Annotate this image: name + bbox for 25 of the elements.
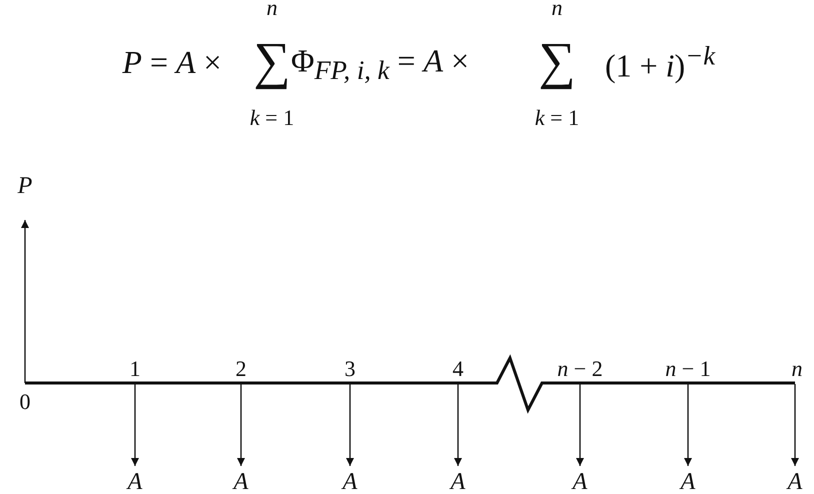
summation-sign: ∑ [538, 36, 576, 88]
summation-sign: ∑ [253, 36, 291, 88]
amount-label: P [18, 174, 32, 198]
summation-limit: n [266, 0, 278, 19]
formula-text: P = A × [122, 46, 222, 78]
formula-text: (1 + i)$^{−k}$ [604, 42, 716, 82]
amount-label: A [788, 470, 802, 494]
summation-limit: k = 1 [250, 107, 294, 129]
amount-label: A [680, 470, 696, 494]
amount-label: A [450, 470, 466, 494]
amount-label: A [572, 470, 588, 494]
amount-label: A [234, 470, 248, 494]
tick-label: 1 [130, 358, 140, 380]
tick-label: 4 [452, 358, 464, 380]
amount-label: A [342, 470, 358, 494]
tick-label: 2 [236, 358, 246, 380]
tick-label: n − 1 [665, 358, 711, 380]
summation-limit: k = 1 [534, 107, 580, 129]
summation-limit: n [552, 0, 562, 19]
formula-text: Φ$_{FP, i, k}$ = A × [290, 44, 470, 84]
tick-label: n − 2 [557, 358, 603, 380]
tick-label: 0 [20, 391, 30, 413]
tick-label: n [792, 358, 802, 380]
tick-label: 3 [344, 358, 356, 380]
amount-label: A [128, 470, 142, 494]
